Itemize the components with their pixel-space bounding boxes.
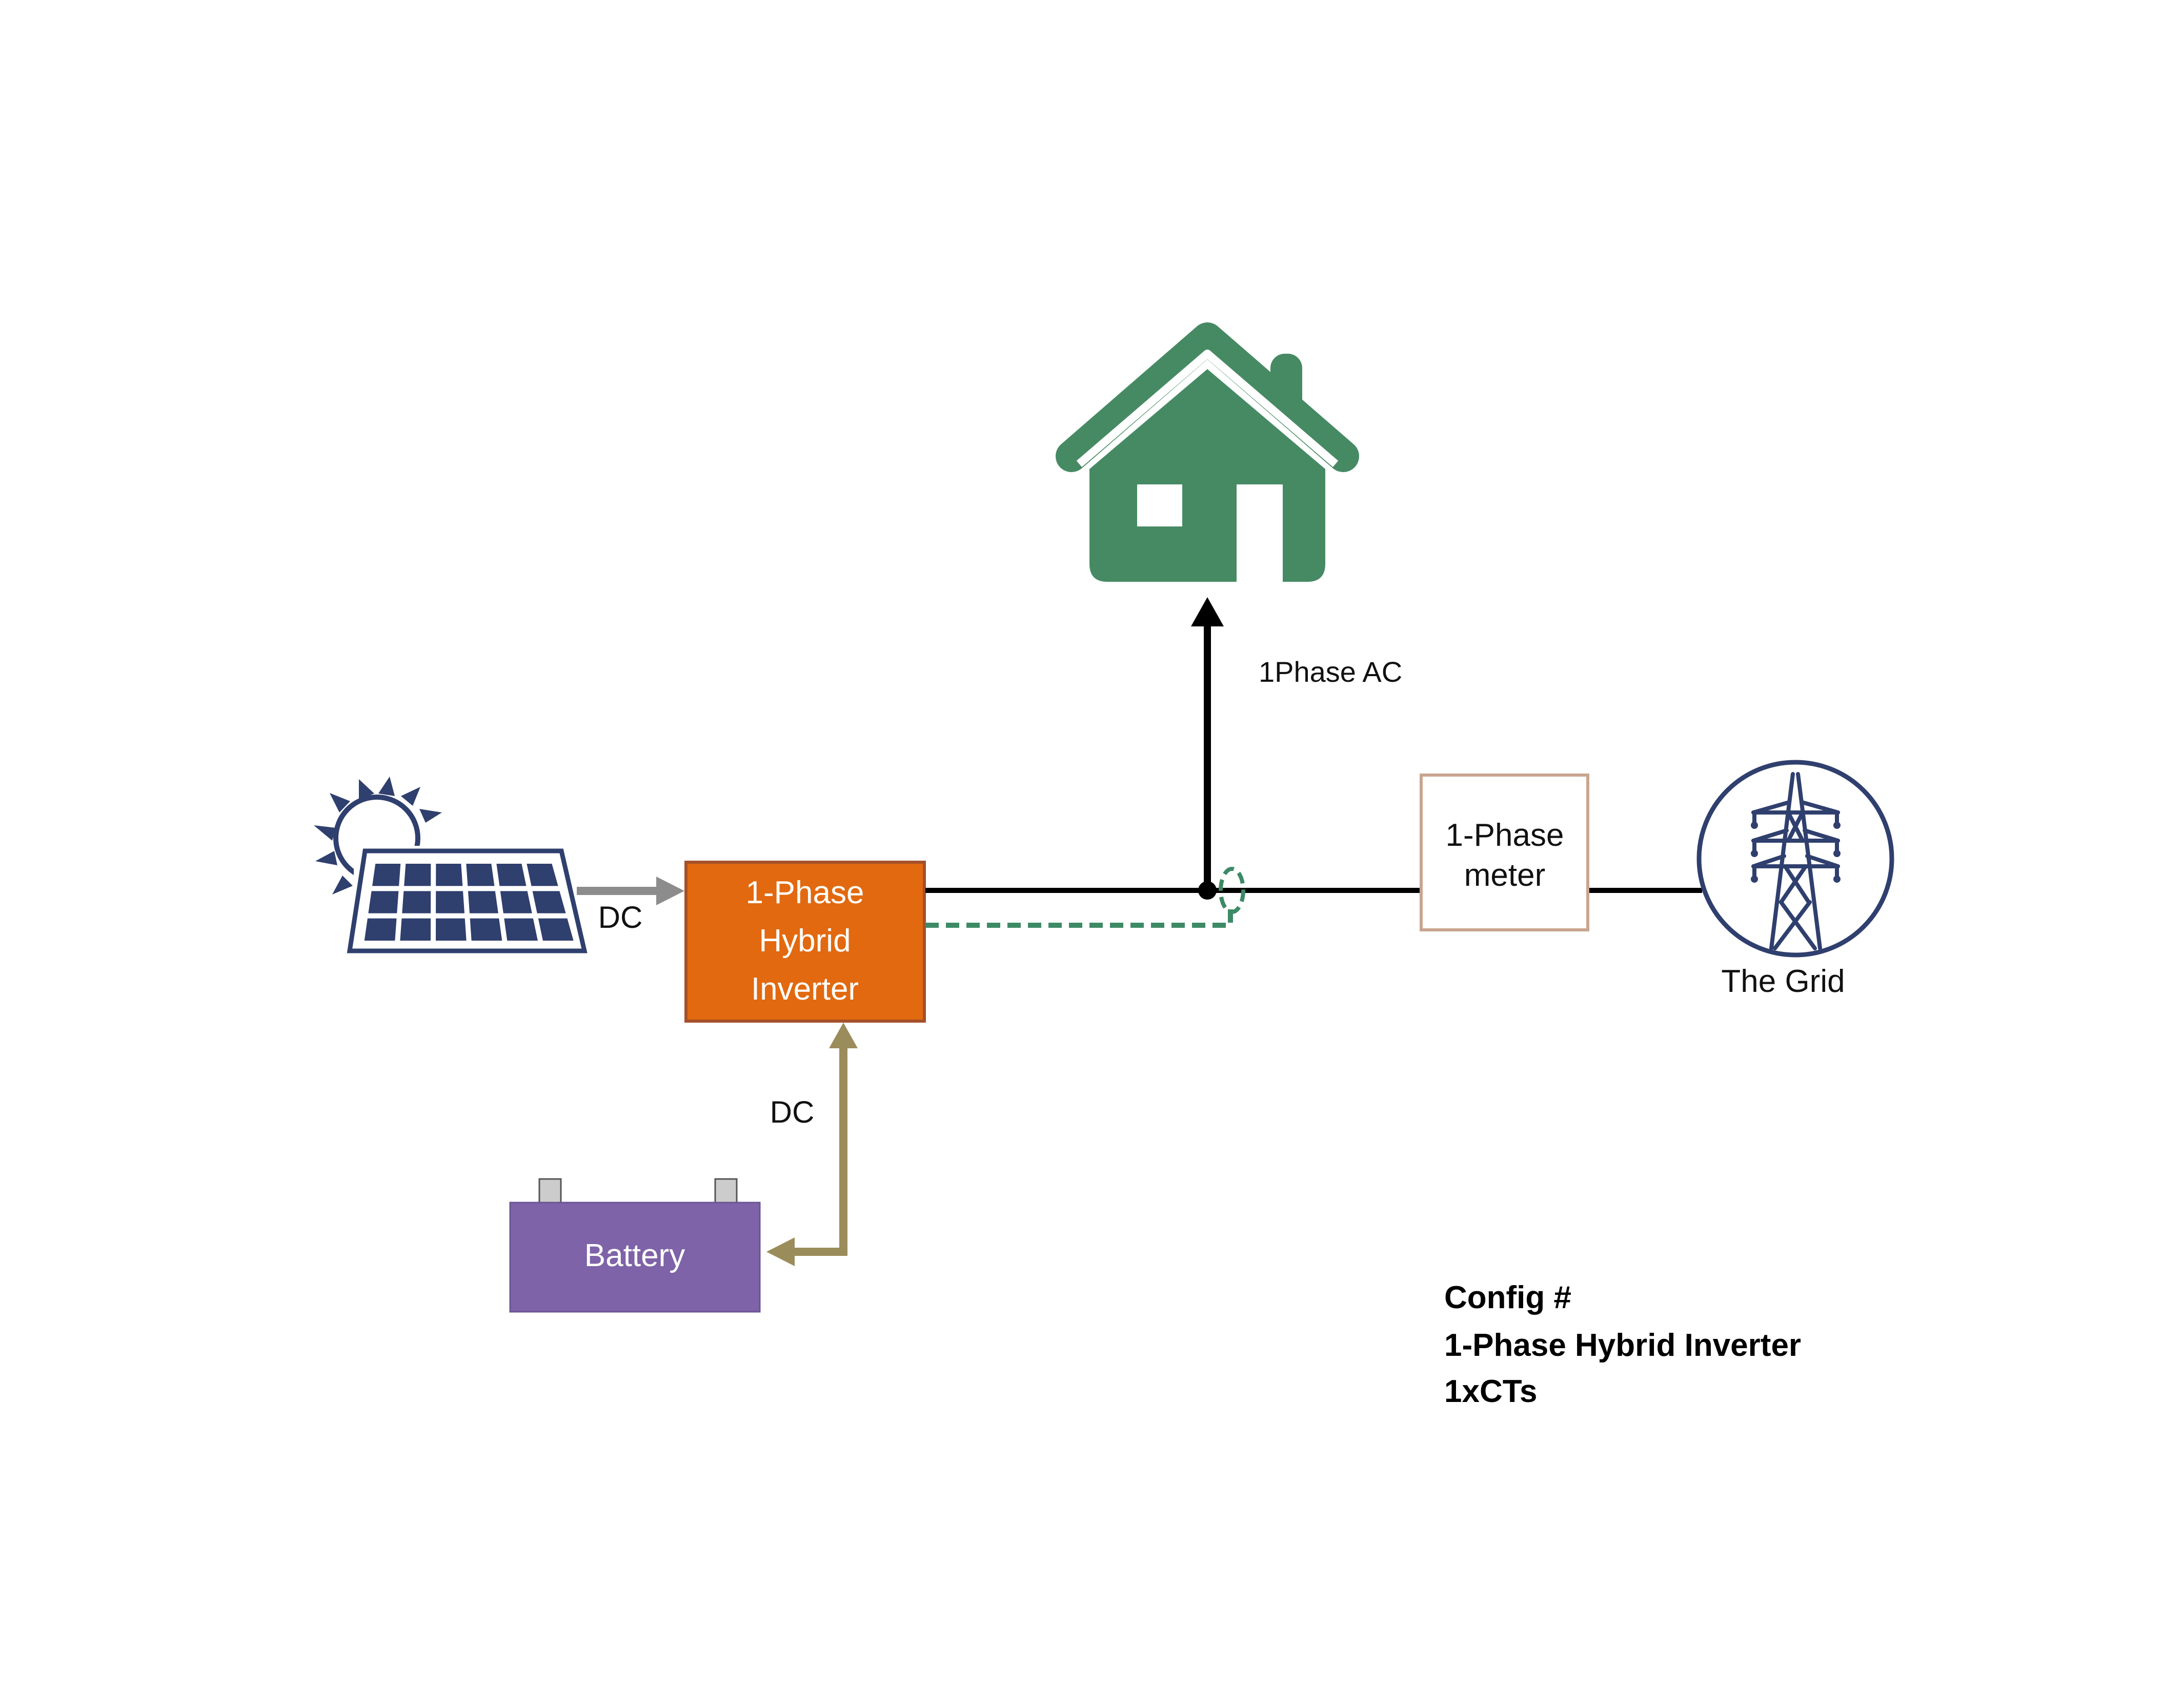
panel-cell bbox=[504, 918, 538, 941]
edge-bus-to-house: 1Phase AC bbox=[1191, 597, 1402, 890]
inverter-label-line-1: 1-Phase bbox=[746, 875, 864, 910]
grid-node: The Grid bbox=[1696, 760, 1894, 999]
config-line-1: Config # bbox=[1444, 1280, 1571, 1315]
panel-cell bbox=[368, 891, 399, 913]
panel-cell bbox=[496, 864, 527, 886]
panel-cell bbox=[466, 864, 495, 886]
panel-cell bbox=[436, 918, 467, 941]
config-line-2: 1-Phase Hybrid Inverter bbox=[1444, 1328, 1801, 1363]
inverter-label-line-2: Hybrid bbox=[759, 923, 851, 959]
battery-label: Battery bbox=[584, 1238, 685, 1273]
meter-node[interactable]: 1-Phase meter bbox=[1420, 774, 1589, 931]
panel-cell bbox=[470, 918, 502, 941]
panel-cell bbox=[400, 918, 431, 941]
edge-solar-to-inverter: DC bbox=[577, 877, 684, 934]
panel-cell bbox=[468, 891, 498, 913]
config-line-3: 1xCTs bbox=[1444, 1374, 1538, 1409]
meter-label-line-1: 1-Phase bbox=[1446, 818, 1564, 853]
solar-panel-icon bbox=[314, 777, 588, 974]
panel-cell bbox=[500, 891, 532, 913]
edge-battery-to-inverter: DC bbox=[766, 1023, 858, 1266]
inverter-node[interactable]: 1-Phase Hybrid Inverter bbox=[684, 861, 926, 1023]
edge-label-1phase-ac: 1Phase AC bbox=[1259, 656, 1402, 688]
panel-cell bbox=[436, 864, 463, 886]
grid-label: The Grid bbox=[1721, 964, 1845, 999]
panel-cell bbox=[404, 864, 431, 886]
panel-cell bbox=[527, 864, 558, 886]
meter-label-line-2: meter bbox=[1464, 858, 1545, 893]
panel-cell bbox=[538, 918, 574, 941]
battery-node[interactable]: Battery bbox=[509, 1178, 761, 1313]
panel-cells bbox=[364, 864, 574, 941]
panel-cell bbox=[364, 918, 397, 941]
panel-cell bbox=[402, 891, 431, 913]
config-caption: Config # 1-Phase Hybrid Inverter 1xCTs bbox=[1444, 1280, 1801, 1409]
house-icon bbox=[1056, 322, 1359, 584]
panel-cell bbox=[532, 891, 566, 913]
inverter-label-line-3: Inverter bbox=[751, 971, 859, 1007]
edge-label-battery-dc: DC bbox=[770, 1095, 815, 1129]
transmission-tower-icon bbox=[1751, 772, 1840, 950]
ct-sensor-line bbox=[925, 867, 1245, 928]
panel-cell bbox=[436, 891, 464, 913]
edge-label-solar-dc: DC bbox=[598, 900, 643, 934]
panel-cell bbox=[372, 864, 401, 886]
